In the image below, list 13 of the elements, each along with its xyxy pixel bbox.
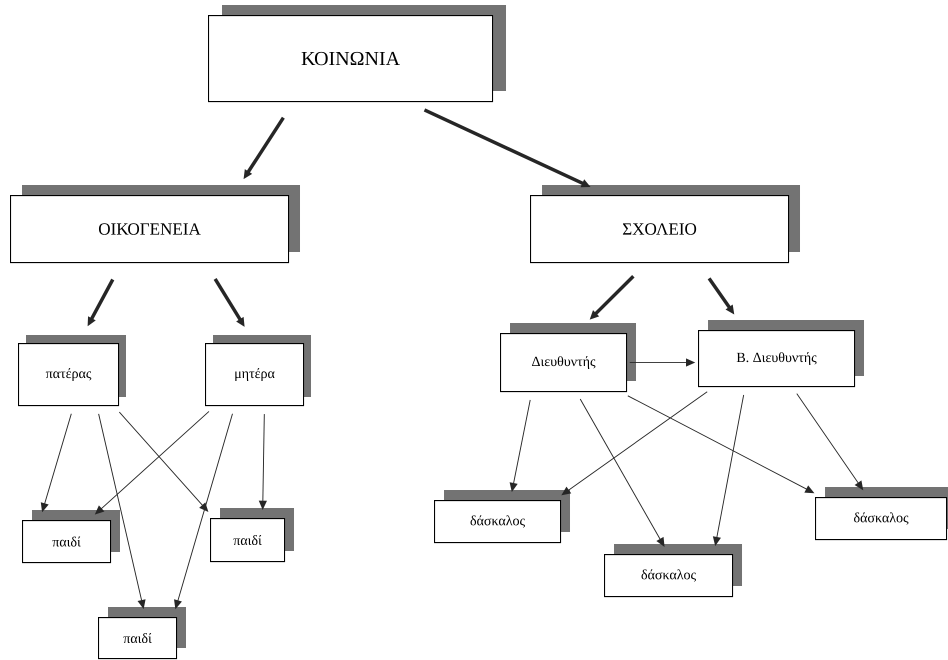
- shadowed-box: Διευθυντής: [500, 323, 636, 392]
- shadowed-box: παιδί: [22, 510, 120, 564]
- shadowed-box: μητέρα: [205, 335, 311, 406]
- shadowed-box: παιδί: [210, 508, 294, 562]
- shadowed-box: ΟΙΚΟΓΕΝΕΙΑ: [10, 185, 300, 264]
- shadowed-box: ΚΟΙΝΩΝΙΑ: [208, 5, 506, 102]
- shadowed-box: δάσκαλος: [604, 544, 742, 598]
- shadowed-box: δάσκαλος: [434, 490, 570, 544]
- shadowed-box: δάσκαλος: [815, 487, 948, 540]
- shadowed-box: Β. Διευθυντής: [698, 320, 864, 388]
- shadowed-box: ΣΧΟΛΕΙΟ: [530, 185, 800, 264]
- shadowed-box: πατέρας: [18, 335, 126, 406]
- shadowed-box: παιδί: [98, 607, 186, 660]
